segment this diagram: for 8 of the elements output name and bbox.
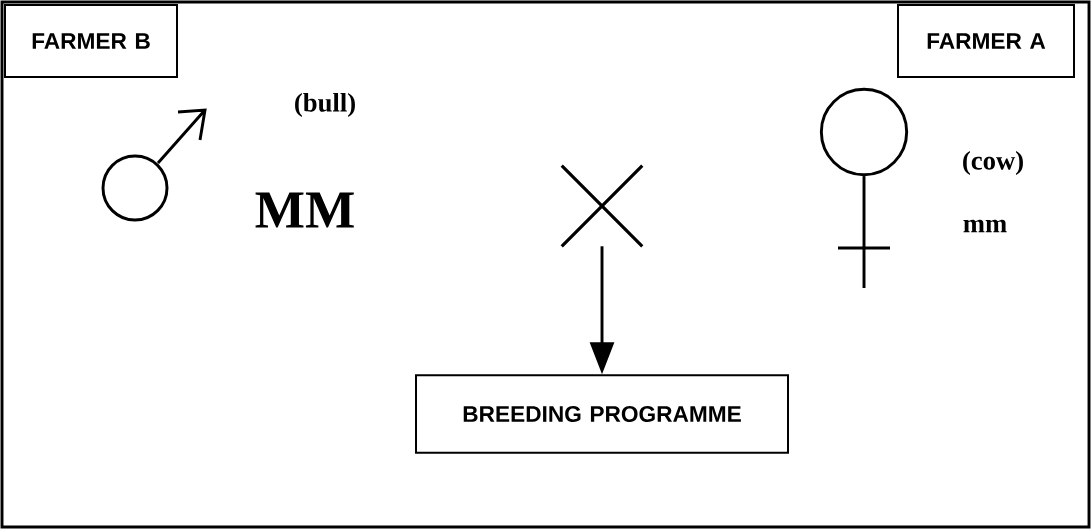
label-box: FARMER A — [897, 4, 1075, 78]
label: (cow) — [963, 150, 1023, 176]
label: mm — [963, 219, 1007, 233]
label: (bull) — [295, 92, 355, 118]
label-box: FARMER B — [4, 4, 178, 78]
label: MM — [255, 192, 354, 228]
label-box: BREEDING PROGRAMME — [415, 374, 789, 454]
cross-symbol — [560, 164, 644, 248]
